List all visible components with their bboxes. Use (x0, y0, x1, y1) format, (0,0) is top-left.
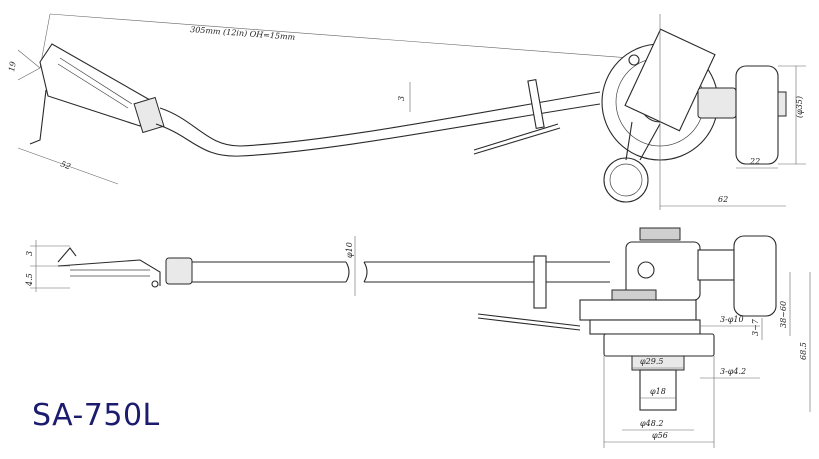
outer-dia-label: φ56 (652, 431, 668, 440)
arm-tube-bottom-edge (155, 103, 601, 157)
top-view: 305mm (12in) OH=15mm 19 52 3 (7, 13, 806, 210)
left-top-label: 3 (25, 251, 34, 256)
bearing-yoke (624, 28, 716, 132)
cue-lever-side (477, 317, 581, 331)
mount-holes-label: 3-φ10 (720, 315, 744, 324)
counterweight-side (733, 235, 777, 317)
base-dia-label: φ29.5 (640, 357, 663, 366)
arm-tube-top-edge (159, 91, 601, 147)
counterweight (735, 65, 779, 165)
arm-rest (527, 79, 545, 129)
pivot-back-label: 62 (718, 195, 728, 204)
height-range-label: 38~60 (779, 301, 788, 328)
mount-shaft (639, 369, 677, 411)
headshell-side (57, 247, 193, 288)
headshell-dim-line (17, 147, 119, 185)
arm-rest-side (533, 255, 547, 309)
height-small-label: 3~7 (751, 318, 760, 336)
offset-angle-label: 19 (7, 61, 18, 73)
headshell-collar (133, 96, 165, 134)
finger-lift (29, 89, 47, 145)
cue-lever (473, 127, 561, 155)
counterweight-len-label: 22 (749, 157, 760, 166)
headshell-label: 52 (59, 159, 72, 171)
tube-dia-label: φ10 (345, 242, 354, 258)
pivot-assembly-side (579, 227, 777, 411)
length-label: 305mm (12in) OH=15mm (190, 25, 296, 42)
height-label: 3 (397, 96, 406, 101)
headshell-top (29, 43, 165, 145)
headshell-collar-side (165, 257, 193, 285)
counterweight-stub (697, 87, 737, 119)
mounting-base (603, 333, 715, 357)
left-bottom-label: 4.5 (25, 273, 34, 287)
model-name: SA-750L (32, 398, 160, 433)
length-dimension-line (49, 13, 657, 61)
screw-holes-label: 3-φ4.2 (720, 367, 746, 376)
shaft-dia-label: φ18 (650, 387, 666, 396)
side-view: 3 4.5 φ10 (25, 227, 811, 448)
counterweight-dia-label: (φ35) (795, 96, 804, 118)
total-height-label: 68.5 (799, 342, 808, 360)
flange-dia-label: φ48.2 (640, 419, 663, 428)
anti-skate-dial (603, 157, 649, 203)
